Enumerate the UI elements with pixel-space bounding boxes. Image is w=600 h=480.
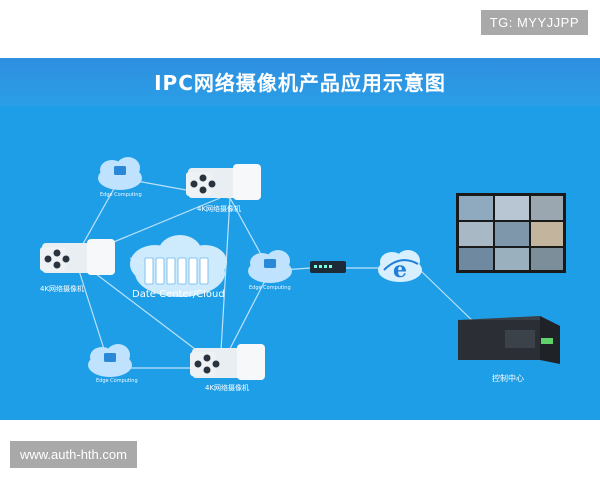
camera-icon <box>186 164 261 200</box>
edge-label-right: Edge Computing <box>249 285 291 291</box>
camera-label-bottom: 4K网络摄像机 <box>205 384 250 392</box>
video-wall-icon <box>456 193 566 273</box>
watermark: www.auth-hth.com <box>10 441 137 468</box>
server-rack-icon <box>144 257 209 285</box>
edge-label-bottom: Edge Computing <box>96 378 138 384</box>
control-center-label: 控制中心 <box>492 374 524 383</box>
switch-icon <box>310 261 346 273</box>
control-server-icon <box>458 316 560 364</box>
camera-label-top: 4K网络摄像机 <box>197 205 242 213</box>
server-icon <box>264 259 276 268</box>
server-icon <box>114 166 126 175</box>
title-bar: IPC网络摄像机产品应用示意图 <box>0 58 600 106</box>
network-diagram: e <box>40 157 566 380</box>
diagram-panel: IPC网络摄像机产品应用示意图 <box>0 58 600 420</box>
tg-badge: TG: MYYJJPP <box>480 10 588 35</box>
diagram-title: IPC网络摄像机产品应用示意图 <box>154 71 446 95</box>
camera-icon <box>40 239 115 275</box>
camera-icon <box>190 344 265 380</box>
svg-text:e: e <box>393 257 407 283</box>
server-icon <box>104 353 116 362</box>
datacenter-label: Date Center/Cloud <box>132 289 225 300</box>
cloud-icon <box>248 250 292 283</box>
camera-label-left: 4K网络摄像机 <box>40 285 85 293</box>
edge-label-top: Edge Computing <box>100 192 142 198</box>
internet-icon: e <box>378 250 422 283</box>
